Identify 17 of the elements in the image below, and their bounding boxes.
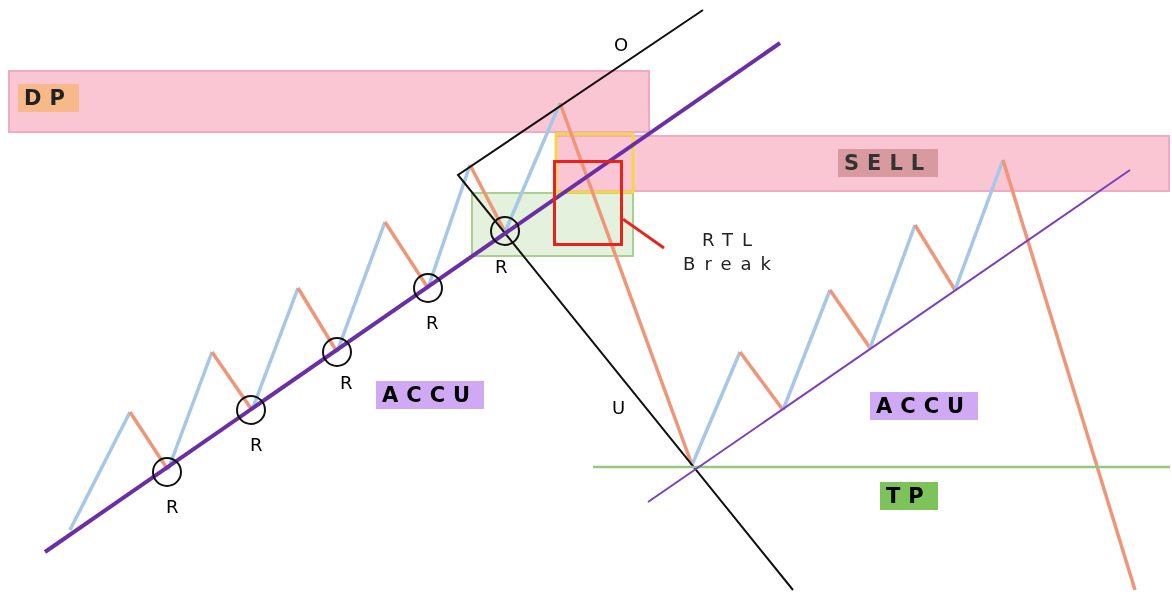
price-zone-band xyxy=(555,135,1170,192)
letter-label: O xyxy=(614,34,629,55)
letter-label: R xyxy=(495,256,508,277)
zone-tag: ACCU xyxy=(870,392,979,420)
annotation-text: RTL Break xyxy=(664,228,799,280)
letter-label: R xyxy=(250,434,263,455)
zone-tag: ACCU xyxy=(376,381,485,409)
breakout-square xyxy=(553,160,623,246)
letter-label: R xyxy=(426,312,439,333)
letter-label: R xyxy=(340,372,353,393)
letter-label: R xyxy=(166,496,179,517)
letter-label: U xyxy=(612,397,626,418)
zone-tag: TP xyxy=(880,482,938,510)
zone-tag: SELL xyxy=(838,149,939,177)
zone-tag: DP xyxy=(18,84,79,112)
leader-line xyxy=(622,217,665,250)
price-zone-band xyxy=(8,70,650,133)
